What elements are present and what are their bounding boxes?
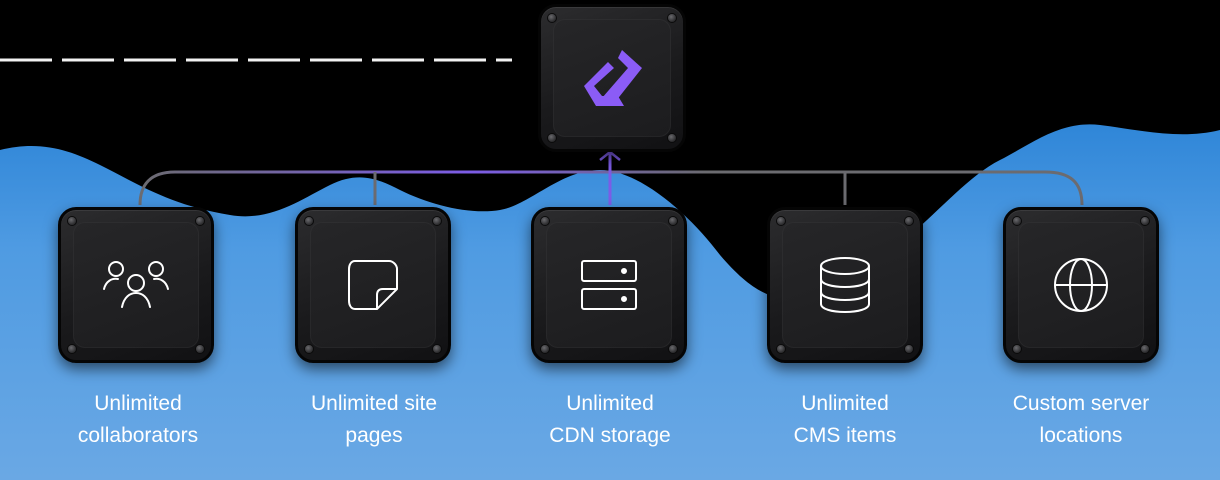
screw-icon (777, 345, 785, 353)
screw-icon (68, 217, 76, 225)
server-storage-icon (581, 260, 637, 310)
screw-icon (196, 345, 204, 353)
feature-label-server-locations: Custom server locations (971, 388, 1191, 452)
screw-icon (68, 345, 76, 353)
screw-icon (1013, 217, 1021, 225)
feature-label-cdn-storage: Unlimited CDN storage (500, 388, 720, 452)
screw-icon (1141, 345, 1149, 353)
screw-icon (1141, 217, 1149, 225)
screw-icon (541, 345, 549, 353)
screw-icon (305, 217, 313, 225)
feature-tile-cdn-storage (531, 207, 687, 363)
screw-icon (433, 345, 441, 353)
screw-icon (668, 14, 676, 22)
feature-label-line1: Unlimited (566, 392, 654, 415)
database-icon (820, 257, 870, 314)
screw-icon (548, 14, 556, 22)
screw-icon (433, 217, 441, 225)
screw-icon (1013, 345, 1021, 353)
screw-icon (305, 345, 313, 353)
feature-label-line1: Custom server (1012, 392, 1150, 415)
feature-label-line2: CDN storage (549, 424, 671, 447)
screw-icon (541, 217, 549, 225)
sticky-note-icon (348, 260, 398, 310)
feature-label-line2: pages (345, 424, 403, 447)
logo-mark-icon (584, 50, 642, 106)
feature-label-cms-items: Unlimited CMS items (735, 388, 955, 452)
screw-icon (777, 217, 785, 225)
users-icon (103, 261, 169, 308)
feature-label-line1: Unlimited (801, 392, 889, 415)
screw-icon (196, 217, 204, 225)
feature-tile-site-pages (295, 207, 451, 363)
screw-icon (548, 134, 556, 142)
globe-icon (1054, 258, 1108, 312)
feature-label-collaborators: Unlimited collaborators (28, 388, 248, 452)
feature-tile-server-locations (1003, 207, 1159, 363)
screw-icon (905, 345, 913, 353)
feature-label-line2: CMS items (793, 424, 897, 447)
feature-label-site-pages: Unlimited site pages (264, 388, 484, 452)
feature-label-line2: collaborators (77, 424, 199, 447)
screw-icon (668, 134, 676, 142)
screw-icon (669, 217, 677, 225)
feature-tile-collaborators (58, 207, 214, 363)
feature-tile-cms-items (767, 207, 923, 363)
root-logo-tile (538, 4, 686, 152)
feature-label-line1: Unlimited site (310, 392, 438, 415)
screw-icon (905, 217, 913, 225)
feature-label-line2: locations (1039, 424, 1123, 447)
screw-icon (669, 345, 677, 353)
feature-label-line1: Unlimited (94, 392, 182, 415)
